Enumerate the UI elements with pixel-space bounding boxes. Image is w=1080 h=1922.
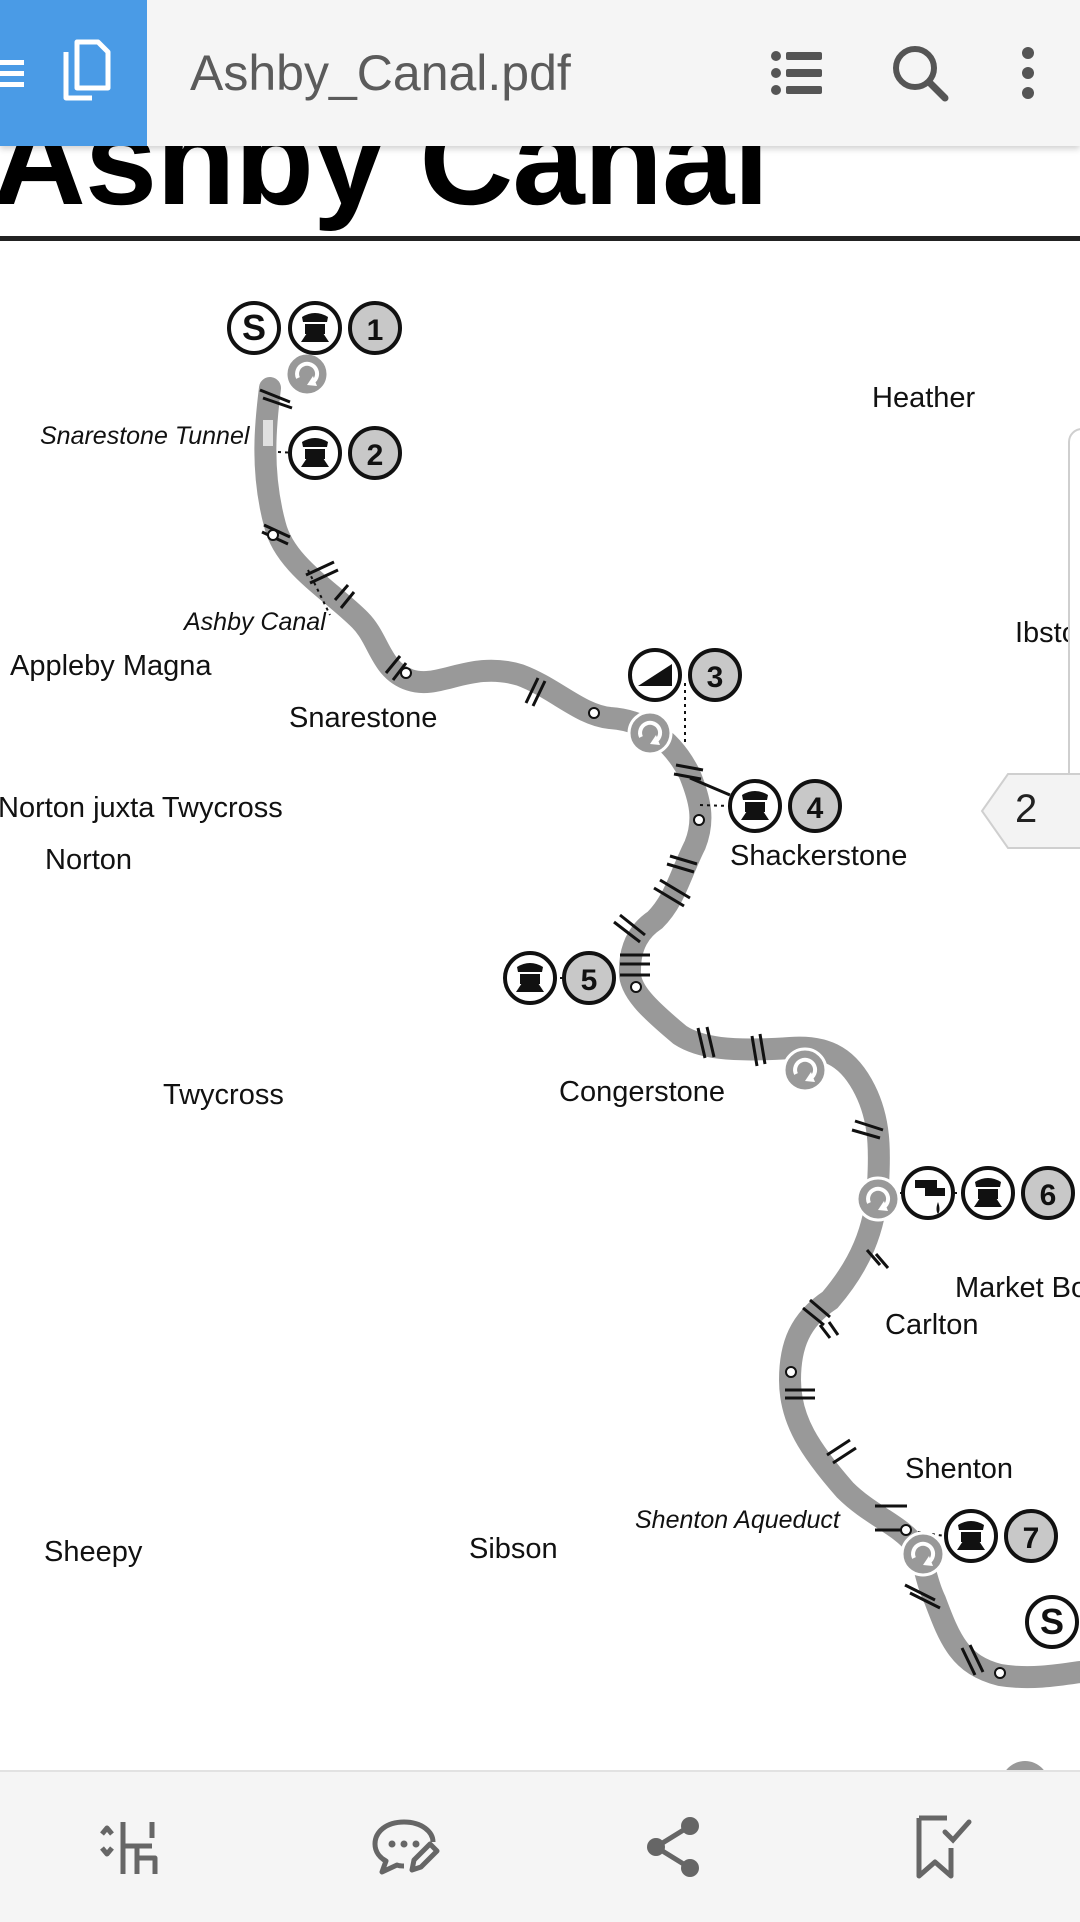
place-label: Snarestone <box>289 702 438 734</box>
waypoint-marker: 1 <box>348 301 402 355</box>
waypoint-marker: 5 <box>562 951 616 1005</box>
comment-icon[interactable] <box>370 1814 440 1880</box>
svg-text:S: S <box>242 307 266 348</box>
place-label: Heather <box>872 382 976 414</box>
feature-label: Shenton Aqueduct <box>635 1506 840 1534</box>
waypoint-marker: 7 <box>1004 1509 1058 1563</box>
svg-text:7: 7 <box>1023 1522 1040 1555</box>
page-indicator-tab[interactable] <box>980 772 1080 850</box>
waypoint-marker: 6 <box>1021 1166 1075 1220</box>
feature-label: Ashby Canal <box>184 608 326 636</box>
navigation-button[interactable] <box>0 0 147 146</box>
place-label: Norton juxta Twycross <box>0 792 283 824</box>
place-label: Sibson <box>469 1533 558 1565</box>
place-label: Twycross <box>163 1079 284 1111</box>
svg-text:3: 3 <box>707 661 724 694</box>
place-label: Carlton <box>885 1309 979 1341</box>
canal-route <box>254 377 1080 1689</box>
heading-divider <box>0 236 1080 241</box>
side-panel-handle[interactable] <box>1068 428 1080 792</box>
place-label: Ibsto <box>1015 617 1078 649</box>
lock-marks <box>259 388 985 1676</box>
bottom-toolbar <box>0 1770 1080 1922</box>
waypoint-marker: 2 <box>348 426 402 480</box>
reading-mode-icon[interactable] <box>97 1814 167 1880</box>
place-label: Shackerstone <box>730 840 908 872</box>
share-icon[interactable] <box>638 1814 708 1880</box>
place-label: Appleby Magna <box>10 650 212 682</box>
svg-text:S: S <box>1040 1601 1064 1642</box>
list-icon[interactable] <box>762 38 832 108</box>
slipway-icon <box>628 648 682 702</box>
place-label: Congerstone <box>559 1076 726 1108</box>
feature-label: Snarestone Tunnel <box>40 422 250 450</box>
svg-text:6: 6 <box>1040 1179 1057 1212</box>
svg-text:2: 2 <box>367 439 384 472</box>
bookmark-icon[interactable] <box>907 1814 977 1880</box>
place-label: Norton <box>45 844 133 876</box>
waypoint-marker: 3 <box>688 648 742 702</box>
svg-text:5: 5 <box>581 964 598 997</box>
place-label: Shenton <box>905 1453 1014 1485</box>
svg-text:4: 4 <box>807 792 824 825</box>
sanitary-station-icon: S <box>1025 1595 1079 1649</box>
top-toolbar: Ashby_Canal.pdf <box>0 0 1080 146</box>
svg-text:1: 1 <box>367 314 384 347</box>
document-icon <box>63 39 111 101</box>
place-label: Market Bo <box>955 1272 1080 1304</box>
water-tap-icon <box>901 1166 955 1220</box>
menu-icon <box>0 60 24 87</box>
waypoint-marker: 4 <box>788 779 842 833</box>
page-number: 2 <box>1015 787 1038 831</box>
file-title: Ashby_Canal.pdf <box>190 45 571 101</box>
search-icon[interactable] <box>885 38 955 108</box>
place-label: Sheepy <box>44 1536 143 1568</box>
sanitary-station-icon: S <box>227 301 281 355</box>
more-icon[interactable] <box>993 38 1063 108</box>
